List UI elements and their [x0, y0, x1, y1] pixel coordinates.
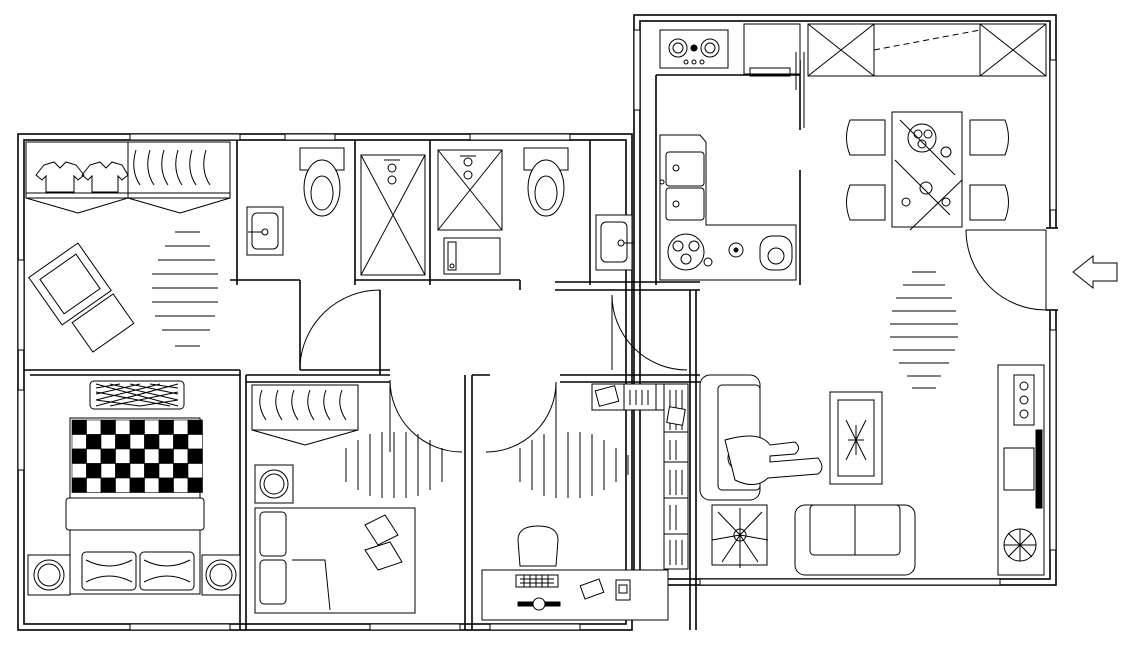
bedspread-tile: [100, 477, 116, 493]
plant-icon: [711, 504, 769, 568]
doors: [299, 229, 1047, 453]
bedspread-tile: [173, 434, 189, 450]
bedspread-tile: [158, 434, 174, 450]
washing-machine: [443, 237, 501, 275]
desk: [481, 525, 669, 621]
sink-icon: [246, 206, 634, 271]
bed-2: [254, 507, 416, 614]
bedspread-tile: [100, 463, 116, 479]
kitchen-counter: [659, 134, 797, 281]
outer-walls: [17, 14, 1058, 631]
nightstand-2: [254, 464, 294, 504]
cooktop: [667, 233, 793, 271]
bedspread-tile: [158, 477, 174, 493]
bedspread-tile: [129, 463, 145, 479]
nightstand: [27, 554, 241, 596]
tv-icon: [997, 364, 1045, 576]
dining-chairs: [846, 119, 1009, 221]
bedspread-tile: [71, 477, 87, 493]
bedspread-tile: [100, 448, 116, 464]
bedspread-tile: [71, 434, 87, 450]
arrow-left-icon: [1072, 254, 1118, 290]
shirt-icon: [35, 161, 129, 193]
bedspread-tile: [71, 463, 87, 479]
bedspread-tile: [187, 463, 203, 479]
study-rug: [519, 432, 629, 498]
bedspread-tile: [71, 419, 87, 435]
hanger-icon: [133, 149, 211, 186]
bedspread-tile: [115, 448, 131, 464]
bedspread-tile: [173, 477, 189, 493]
bedspread-tile: [115, 419, 131, 435]
headboard: [89, 380, 185, 410]
bedspread-tile: [71, 448, 87, 464]
bookshelf: [591, 383, 689, 570]
bedspread-tile: [158, 463, 174, 479]
bedspread-tile: [144, 448, 160, 464]
bedspread-tile: [100, 419, 116, 435]
bedspread-tile: [144, 477, 160, 493]
bedspread-tile: [86, 434, 102, 450]
bedspread-tile: [144, 463, 160, 479]
dining-table: [891, 111, 963, 231]
coffee-table: [829, 391, 883, 485]
wardrobe: [25, 141, 231, 214]
bedspread-tile: [129, 419, 145, 435]
bedspread-tile: [173, 463, 189, 479]
bedspread-tile: [129, 448, 145, 464]
person-icon: [724, 435, 823, 485]
bedspread-tile: [115, 463, 131, 479]
bedspread-tile: [173, 448, 189, 464]
shower-icon: [360, 149, 503, 276]
bed-icon: [65, 417, 205, 595]
bedspread-tile: [144, 419, 160, 435]
bedspread-tile: [129, 477, 145, 493]
bedroom-2-rug: [345, 432, 443, 498]
bedspread-tile: [158, 448, 174, 464]
stove-icon: [659, 29, 729, 69]
bedspread-tile: [115, 477, 131, 493]
rug: [152, 231, 218, 347]
bedspread-tile: [129, 434, 145, 450]
bedspread-tile: [158, 419, 174, 435]
bedspread-tile: [173, 419, 189, 435]
bedspread-tile: [86, 463, 102, 479]
bedspread-tile: [115, 434, 131, 450]
fridge: [743, 23, 805, 128]
bedspread-tile: [187, 448, 203, 464]
bedspread-tile: [187, 477, 203, 493]
living-rug: [890, 271, 958, 389]
bedspread-tile: [86, 477, 102, 493]
bedspread-tile: [187, 419, 203, 435]
bedspread-tile: [187, 434, 203, 450]
bedspread-tile: [86, 448, 102, 464]
bedspread-tile: [100, 434, 116, 450]
bedspread-tile: [144, 434, 160, 450]
bedspread-tile: [86, 419, 102, 435]
toilet-icon: [299, 147, 569, 217]
wardrobe-2: [251, 384, 359, 446]
armchair: [28, 242, 135, 353]
cabinets: [807, 23, 1047, 77]
